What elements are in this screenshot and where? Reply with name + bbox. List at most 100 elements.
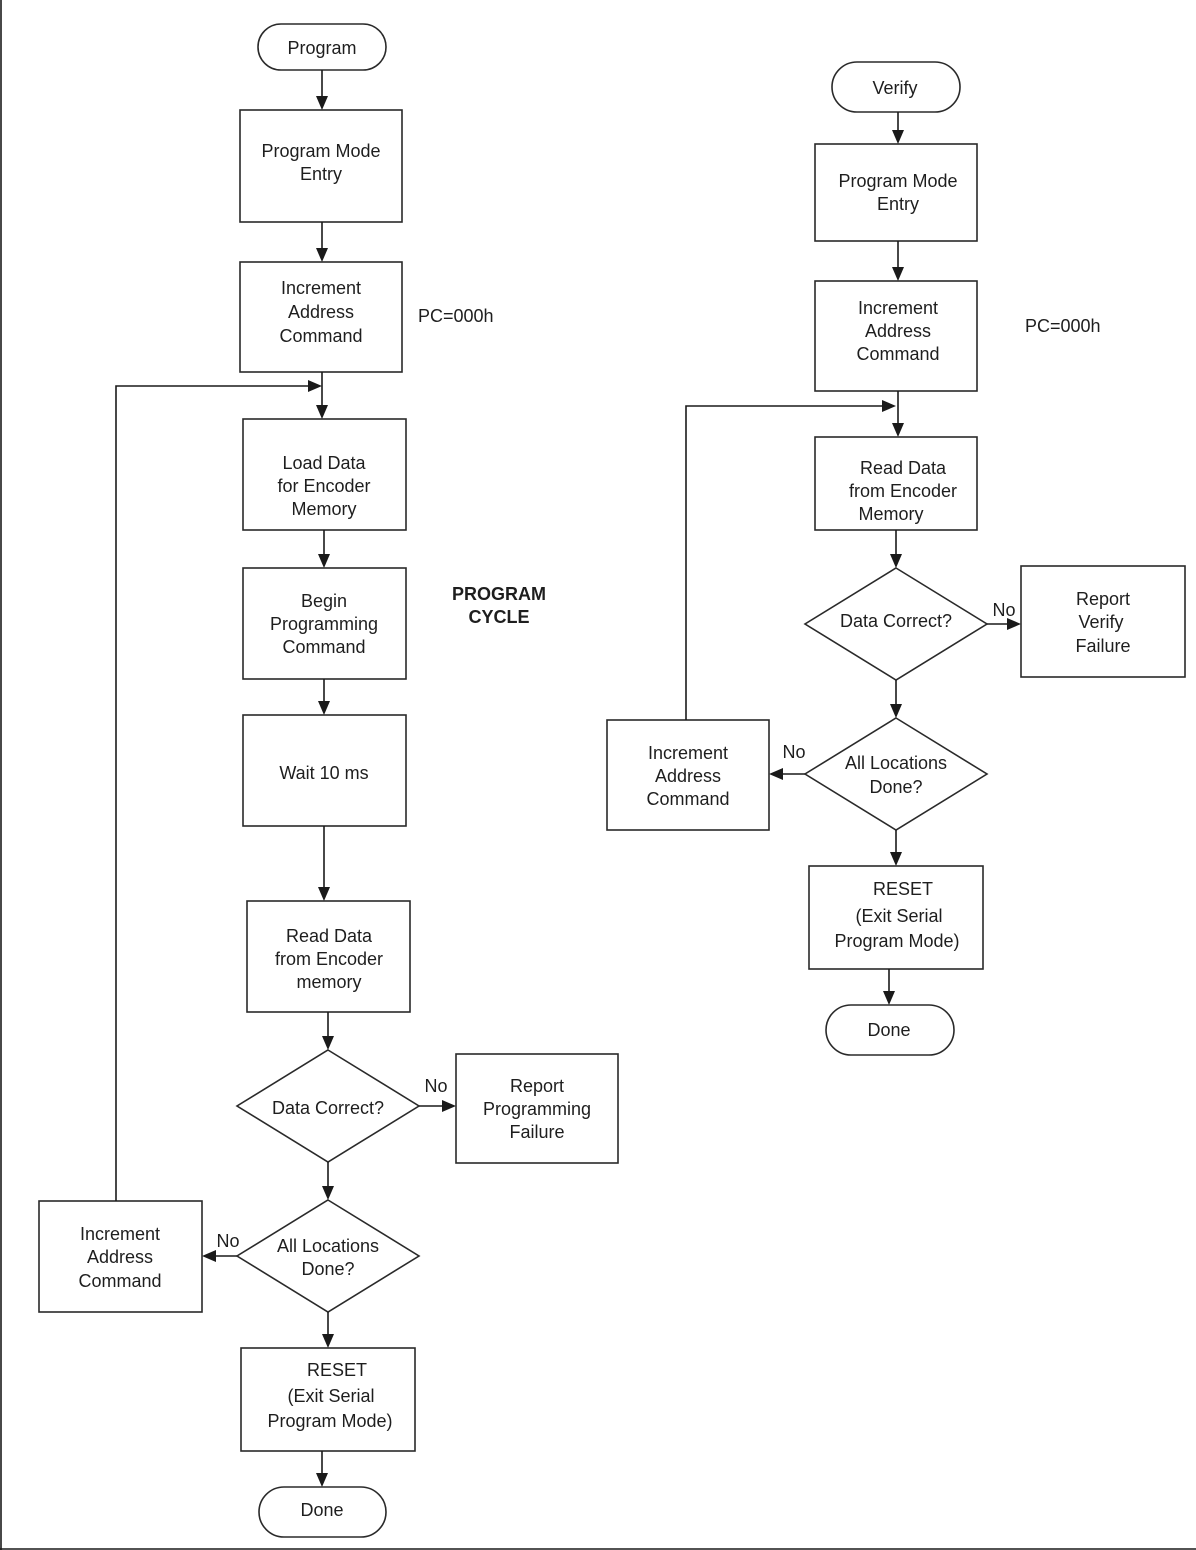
box-label-line: (Exit Serial [855, 906, 942, 926]
box-label-line: Address [655, 766, 721, 786]
load-data-box [242, 418, 407, 531]
box-label-line: Read Data [860, 458, 947, 478]
loop-back-line [115, 385, 308, 1201]
no-label: No [424, 1076, 447, 1096]
arrow-head [316, 405, 328, 419]
box-label-line: Command [646, 789, 729, 809]
read-data-box [246, 900, 411, 1013]
box-label-line: Address [865, 321, 931, 341]
verify-flowchart: Verify Program Mode Entry Increment Addr… [606, 61, 1186, 1056]
box-label-line: from Encoder [849, 481, 957, 501]
box-label-line: Programming [483, 1099, 591, 1119]
box-label-line: Report [1076, 589, 1130, 609]
arrow-head [892, 423, 904, 437]
box-label-line: Command [279, 326, 362, 346]
arrow-head [318, 554, 330, 568]
arrow-head [308, 380, 322, 392]
arrow-head [316, 96, 328, 110]
report-failure-box [455, 1053, 619, 1164]
done-label: Done [300, 1500, 343, 1520]
arrow-head [892, 130, 904, 144]
verify-start-terminal [831, 61, 961, 113]
arrow-head [322, 1186, 334, 1200]
box-label-line: (Exit Serial [287, 1386, 374, 1406]
arrow-head [322, 1036, 334, 1050]
box-label-line: Load Data [282, 453, 366, 473]
box-label-line: Entry [300, 164, 342, 184]
program-start-label: Program [287, 38, 356, 58]
box-label-line: Program Mode) [834, 931, 959, 951]
arrow-head [1007, 618, 1021, 630]
box-label-line: Command [282, 637, 365, 657]
box-label-line: Memory [858, 504, 923, 524]
reset-box [240, 1347, 416, 1452]
box-label-line: Verify [1078, 612, 1123, 632]
arrow-head [890, 704, 902, 718]
decision-label: Done? [869, 777, 922, 797]
program-done-terminal [258, 1486, 387, 1538]
box-label-line: Address [87, 1247, 153, 1267]
no-label: No [992, 600, 1015, 620]
wait-box [242, 714, 407, 827]
box-label-line: Programming [270, 614, 378, 634]
decision-label: Done? [301, 1259, 354, 1279]
box-label-line: Program Mode [261, 141, 380, 161]
box-label-line: Increment [281, 278, 361, 298]
no-label: No [782, 742, 805, 762]
arrow-head [883, 991, 895, 1005]
box-label-line: Failure [509, 1122, 564, 1142]
box-label-line: memory [296, 972, 361, 992]
pc-note: PC=000h [1025, 316, 1101, 336]
arrow-head [769, 768, 783, 780]
all-locations-done-decision [235, 1199, 421, 1313]
box-label-line: Command [856, 344, 939, 364]
arrow-head [316, 248, 328, 262]
box-label-line: Begin [301, 591, 347, 611]
decision-label: All Locations [845, 753, 947, 773]
arrow-head [202, 1250, 216, 1262]
arrow-head [318, 701, 330, 715]
decision-label: Data Correct? [840, 611, 952, 631]
verify-all-locations-done-decision [803, 717, 989, 831]
arrow-head [318, 887, 330, 901]
box-label-line: Increment [858, 298, 938, 318]
decision-label: Data Correct? [272, 1098, 384, 1118]
verify-done-terminal [825, 1004, 955, 1056]
arrow-head [890, 554, 902, 568]
box-label-line: from Encoder [275, 949, 383, 969]
program-flowchart: Program Program Mode Entry Increment Add… [38, 23, 619, 1538]
box-label-line: Command [78, 1271, 161, 1291]
increment-address-loop-box [38, 1200, 203, 1313]
box-label-line: Entry [877, 194, 919, 214]
arrow-head [442, 1100, 456, 1112]
done-label: Done [867, 1020, 910, 1040]
verify-increment-address-box [814, 280, 978, 392]
program-cycle-note: CYCLE [468, 607, 529, 627]
box-label-line: Wait 10 ms [279, 763, 368, 783]
box-label-line: Increment [648, 743, 728, 763]
arrow-head [890, 852, 902, 866]
loop-back-line [685, 405, 882, 720]
verify-start-label: Verify [872, 78, 917, 98]
arrow-head [892, 267, 904, 281]
verify-increment-address-loop-box [606, 719, 770, 831]
box-label-line: Memory [291, 499, 356, 519]
box-label-line: for Encoder [277, 476, 370, 496]
box-label-line: RESET [873, 879, 933, 899]
decision-label: All Locations [277, 1236, 379, 1256]
box-label-line: Failure [1075, 636, 1130, 656]
box-label-line: Program Mode) [267, 1411, 392, 1431]
box-label-line: Read Data [286, 926, 373, 946]
no-label: No [216, 1231, 239, 1251]
program-cycle-note: PROGRAM [452, 584, 546, 604]
program-mode-entry-box [239, 109, 403, 223]
box-label-line: Report [510, 1076, 564, 1096]
increment-address-box [239, 261, 403, 373]
arrow-head [322, 1334, 334, 1348]
box-label-line: Increment [80, 1224, 160, 1244]
box-label-line: RESET [307, 1360, 367, 1380]
arrow-head [882, 400, 896, 412]
verify-reset-box [808, 865, 984, 970]
